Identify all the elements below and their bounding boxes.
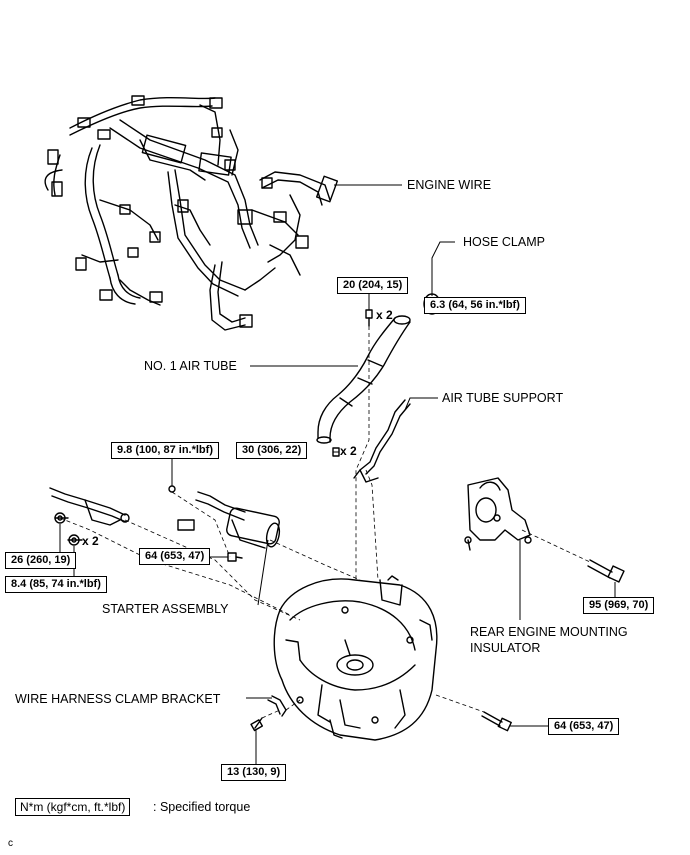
hose-clamp-label: HOSE CLAMP bbox=[463, 235, 545, 249]
rear-engine-mounting-insulator bbox=[464, 477, 532, 551]
leader-lines bbox=[59, 184, 616, 764]
footer-code: c bbox=[8, 838, 13, 849]
bolt-95 bbox=[587, 559, 625, 583]
legend-description: : Specified torque bbox=[153, 800, 251, 814]
torque-13: 13 (130, 9) bbox=[221, 764, 287, 781]
wire-harness-clamp-bracket-label: WIRE HARNESS CLAMP BRACKET bbox=[15, 692, 221, 706]
transaxle-assembly bbox=[273, 575, 438, 741]
multiplier-x2-support: x 2 bbox=[340, 444, 357, 458]
torque-20: 20 (204, 15) bbox=[337, 277, 409, 294]
legend-torque-box: N*m (kgf*cm, ft.*lbf) bbox=[15, 798, 131, 816]
bolt-64-right bbox=[481, 711, 512, 732]
left-battery-wire bbox=[49, 487, 130, 546]
air-tube-support bbox=[332, 399, 411, 483]
starter-assembly bbox=[177, 491, 281, 562]
bolt-20 bbox=[365, 309, 373, 327]
air-tube-support-label: AIR TUBE SUPPORT bbox=[442, 391, 564, 405]
torque-64-right: 64 (653, 47) bbox=[548, 718, 620, 735]
wire-harness-clamp-bracket bbox=[267, 695, 287, 717]
no1-air-tube-label: NO. 1 AIR TUBE bbox=[144, 359, 237, 373]
torque-26: 26 (260, 19) bbox=[5, 552, 77, 569]
multiplier-x2-top: x 2 bbox=[376, 308, 393, 322]
alignment-dashes bbox=[59, 326, 591, 719]
torque-30: 30 (306, 22) bbox=[236, 442, 308, 459]
torque-9-8: 9.8 (100, 87 in.*lbf) bbox=[111, 442, 219, 459]
bolt-13 bbox=[250, 717, 264, 732]
no1-air-tube bbox=[316, 315, 411, 444]
bolt-9-8 bbox=[168, 485, 176, 493]
torque-64-starter: 64 (653, 47) bbox=[139, 548, 211, 565]
engine-wire-harness bbox=[44, 95, 339, 331]
torque-8-4: 8.4 (85, 74 in.*lbf) bbox=[5, 576, 107, 593]
torque-95: 95 (969, 70) bbox=[583, 597, 655, 614]
bolt-26-8-4 bbox=[57, 515, 77, 543]
rear-engine-mounting-insulator-label-line2: INSULATOR bbox=[470, 641, 541, 655]
rear-engine-mounting-insulator-label-line1: REAR ENGINE MOUNTING bbox=[470, 625, 628, 639]
torque-6-3: 6.3 (64, 56 in.*lbf) bbox=[424, 297, 526, 314]
starter-assembly-label: STARTER ASSEMBLY bbox=[102, 602, 229, 616]
engine-wire-label: ENGINE WIRE bbox=[407, 178, 492, 192]
multiplier-x2-left: x 2 bbox=[82, 534, 99, 548]
